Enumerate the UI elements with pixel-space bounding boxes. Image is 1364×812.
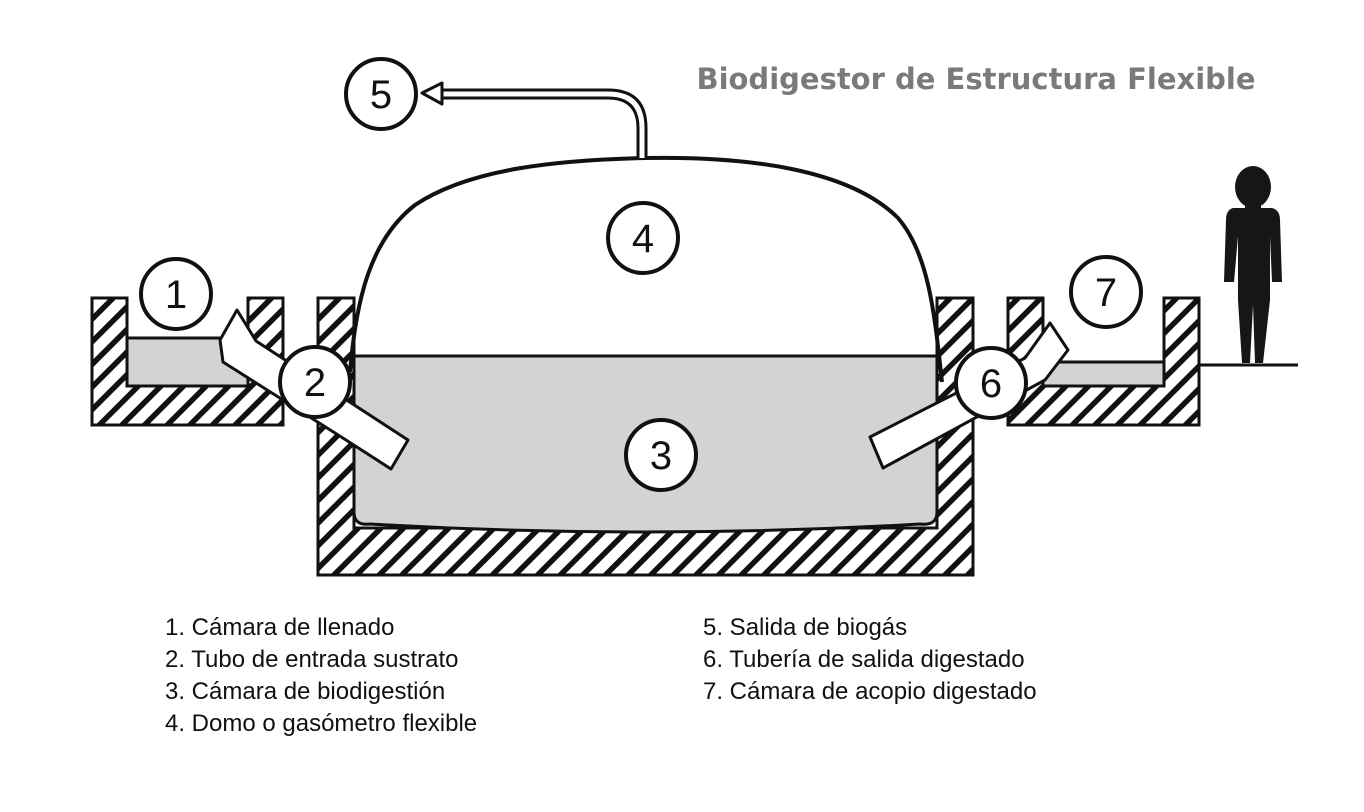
legend-item: 1. Cámara de llenado: [165, 614, 395, 641]
legend-item: 5. Salida de biogás: [703, 614, 908, 641]
legend-left-column: 1. Cámara de llenado 2. Tubo de entrada …: [165, 612, 477, 740]
filling-chamber-wall: [90, 296, 285, 427]
person-silhouette: [1224, 166, 1282, 363]
marker-6: 6: [954, 346, 1028, 420]
marker-2-label: 2: [304, 361, 326, 405]
marker-7: 7: [1069, 255, 1143, 329]
legend-item: 4. Domo o gasómetro flexible: [165, 710, 478, 737]
marker-6-label: 6: [980, 362, 1002, 406]
legend-right-column: 5. Salida de biogás 6. Tubería de salida…: [703, 612, 1037, 708]
biodigester-diagram: Biodigestor de Estructura Flexible 1 2 3…: [90, 57, 1298, 577]
marker-5-label: 5: [370, 73, 392, 117]
collection-chamber-digestate: [1041, 360, 1166, 388]
marker-7-label: 7: [1095, 271, 1117, 315]
marker-3: 3: [624, 418, 698, 492]
marker-5: 5: [344, 57, 418, 131]
marker-3-label: 3: [650, 434, 672, 478]
diagram-title: Biodigestor de Estructura Flexible: [696, 62, 1255, 96]
collection-chamber-wall: [1006, 296, 1201, 427]
biogas-outlet-pipe: [420, 81, 648, 158]
marker-2: 2: [278, 345, 352, 419]
legend-item: 2. Tubo de entrada sustrato: [165, 646, 459, 673]
marker-4: 4: [606, 201, 680, 275]
marker-4-label: 4: [632, 217, 654, 261]
legend-item: 3. Cámara de biodigestión: [165, 678, 446, 705]
legend-item: 7. Cámara de acopio digestado: [703, 678, 1037, 705]
marker-1-label: 1: [165, 273, 187, 317]
marker-1: 1: [139, 257, 213, 331]
legend-item: 6. Tubería de salida digestado: [703, 646, 1025, 673]
